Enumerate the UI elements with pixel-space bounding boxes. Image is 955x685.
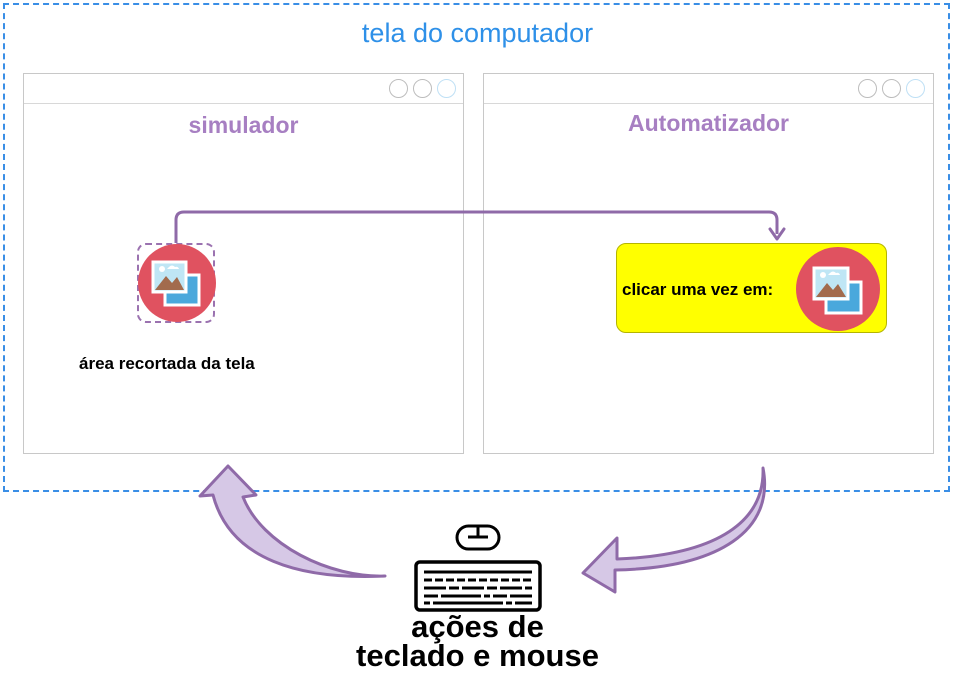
- window-control-icon[interactable]: [858, 79, 877, 98]
- window-control-icon[interactable]: [882, 79, 901, 98]
- io-label-line1: ações de: [411, 609, 544, 644]
- connector-arrowhead: [768, 227, 786, 241]
- automator-to-input-arrow: [581, 466, 766, 594]
- click-action-label: clicar uma vez em:: [622, 280, 774, 299]
- simulator-window: simulador: [23, 73, 464, 454]
- image-icon: [138, 244, 216, 322]
- io-label-line2: teclado e mouse: [356, 638, 599, 673]
- window-control-icon[interactable]: [906, 79, 925, 98]
- automator-title: Automatizador: [628, 110, 789, 136]
- window-control-icon[interactable]: [413, 79, 432, 98]
- computer-screen-frame: [3, 3, 950, 492]
- connector-line: [174, 210, 779, 243]
- keyboard-icon: [414, 560, 542, 612]
- simulator-title: simulador: [188, 112, 299, 138]
- window-control-icon[interactable]: [389, 79, 408, 98]
- window-control-icon[interactable]: [437, 79, 456, 98]
- input-to-screen-arrow: [198, 464, 387, 578]
- cropped-area-label: área recortada da tela: [79, 354, 255, 373]
- image-icon: [796, 247, 880, 331]
- window-titlebar: [484, 74, 933, 104]
- screen-title: tela do computador: [361, 18, 594, 48]
- mouse-icon: [455, 524, 501, 551]
- window-titlebar: [24, 74, 463, 104]
